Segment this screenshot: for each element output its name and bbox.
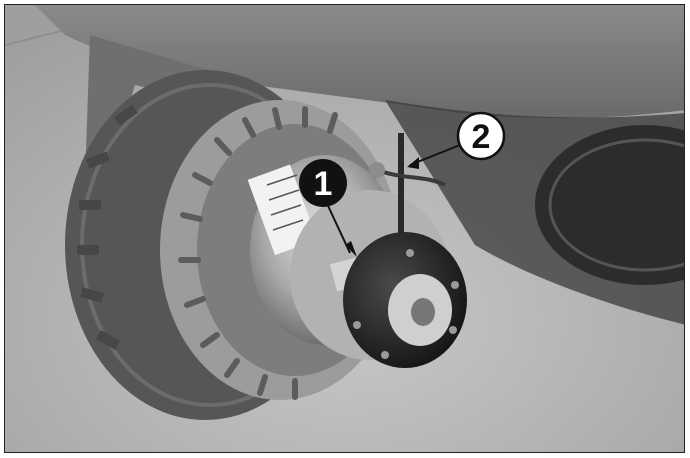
machine-wheel-photo: 1 2 (5, 5, 684, 452)
rim-slots (178, 106, 338, 400)
brake-hub-center (411, 298, 435, 326)
callout-2-badge (456, 111, 506, 161)
callout-2-arrowhead (407, 157, 419, 169)
brake-release-rod (398, 133, 404, 233)
brush-deck-rim (548, 138, 684, 272)
cable-fitting (369, 162, 385, 178)
motor-label (247, 164, 318, 256)
callout-2-label: 2 (472, 118, 491, 156)
callout-1-label: 1 (314, 165, 333, 203)
tire-tread-blocks (77, 104, 138, 350)
callout-1-arrowhead (345, 241, 357, 257)
motor-label-lines (266, 174, 304, 231)
callout-1-badge (299, 159, 347, 207)
brake-bolts (353, 249, 459, 359)
photo-frame: 1 2 (4, 4, 685, 453)
machine-body (35, 5, 684, 119)
